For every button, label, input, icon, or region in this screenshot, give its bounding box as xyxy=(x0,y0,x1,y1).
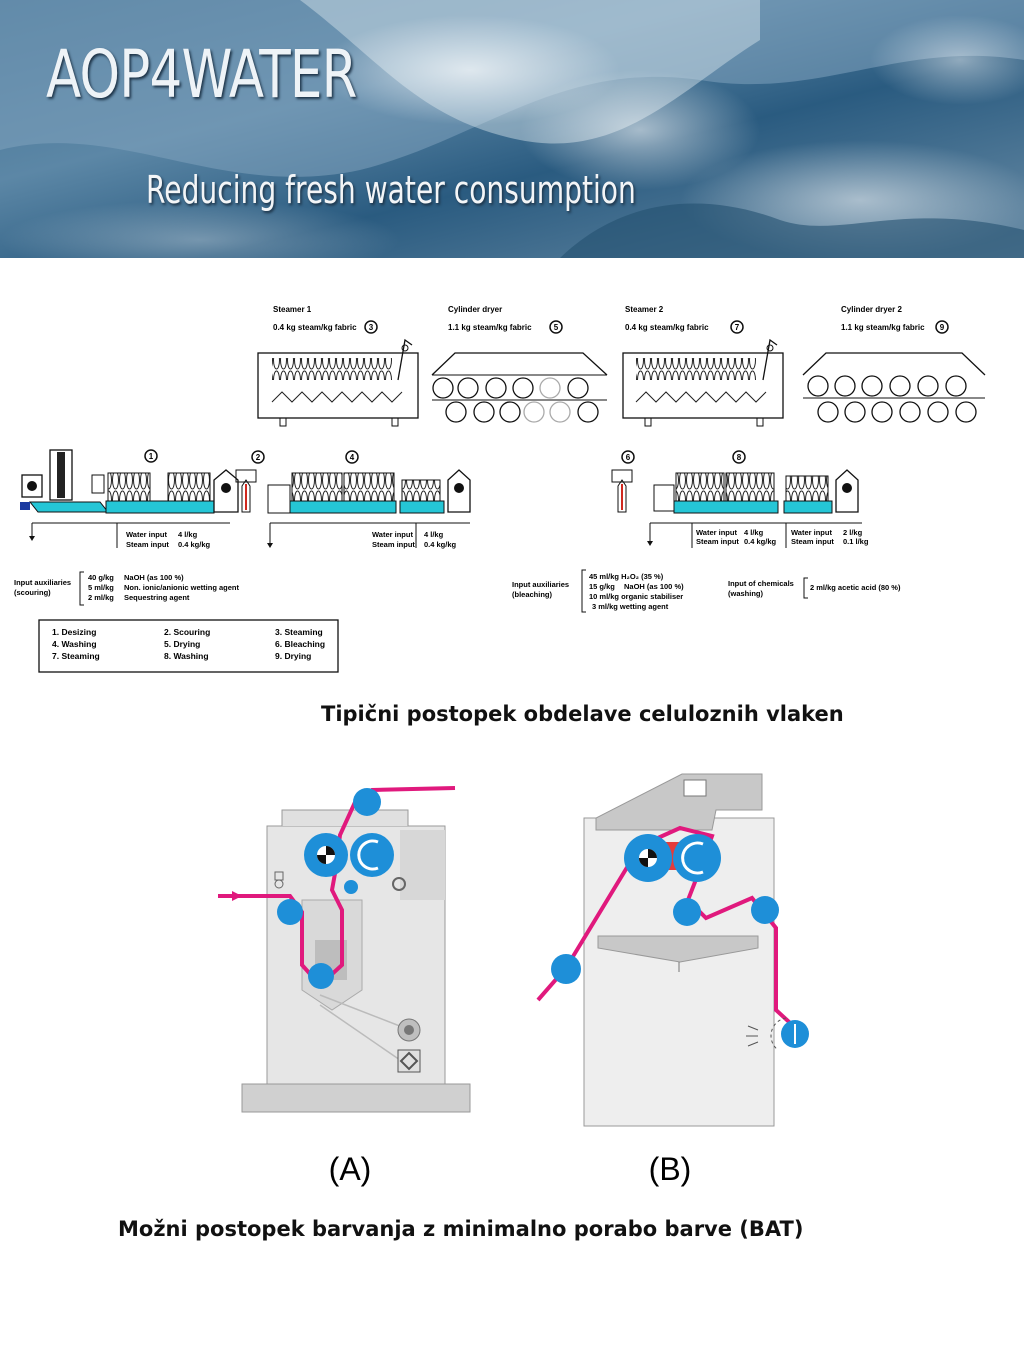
water-input-label-3: Water input xyxy=(696,528,737,537)
dyeing-caption: Možni postopek barvanja z minimalno pora… xyxy=(118,1217,804,1241)
steamer-1-number: 3 xyxy=(369,323,374,332)
bleaching-name-2: NaOH (as 100 %) xyxy=(624,582,684,591)
scouring-sublabel: (scouring) xyxy=(14,588,51,597)
dryer-1-number: 5 xyxy=(554,323,559,332)
bleaching-label: Input auxiliaries xyxy=(512,580,569,589)
water-input-label-4: Water input xyxy=(791,528,832,537)
steam-input-value-3: 0.4 kg/kg xyxy=(744,537,777,546)
legend-item: 3. Steaming xyxy=(275,627,323,637)
input-block-3: Water input 4 l/kg Steam input 0.4 kg/kg… xyxy=(647,522,869,548)
dryer-2-spec: 1.1 kg steam/kg fabric xyxy=(841,323,925,332)
step-number-4: 4 xyxy=(350,453,355,462)
scouring-label: Input auxiliaries xyxy=(14,578,71,587)
cylinder-dryer-1: Cylinder dryer 1.1 kg steam/kg fabric 5 xyxy=(431,305,608,423)
dryer-1-spec: 1.1 kg steam/kg fabric xyxy=(448,323,532,332)
water-input-value-1: 4 l/kg xyxy=(178,530,198,539)
bleaching-washing-line: 6 8 xyxy=(611,450,859,514)
step-number-8: 8 xyxy=(737,453,742,462)
legend-item: 9. Drying xyxy=(275,651,311,661)
steamer-2: Steamer 2 0.4 kg steam/kg fabric 7 xyxy=(622,305,784,427)
bleaching-qty-2: 15 g/kg xyxy=(589,582,615,591)
steam-input-label-1: Steam input xyxy=(126,540,169,549)
scouring-name-1: NaOH (as 100 %) xyxy=(124,573,184,582)
brand-tagline: Reducing fresh water consumption xyxy=(146,168,636,212)
step-number-6: 6 xyxy=(626,453,631,462)
scouring-qty-2: 5 ml/kg xyxy=(88,583,114,592)
label-b: (B) xyxy=(649,1151,692,1187)
header-banner: AOP4WATER Reducing fresh water consumpti… xyxy=(0,0,1024,258)
process-steps-legend: 1. Desizing 2. Scouring 3. Steaming 4. W… xyxy=(38,619,339,673)
steam-input-label-3: Steam input xyxy=(696,537,739,546)
legend-item: 1. Desizing xyxy=(52,627,96,637)
input-block-2: Water input 4 l/kg Steam input 0.4 kg/kg xyxy=(267,522,470,549)
steamer-1-spec: 0.4 kg steam/kg fabric xyxy=(273,323,357,332)
washing-value: 2 ml/kg acetic acid (80 %) xyxy=(810,583,901,592)
water-input-label-1: Water input xyxy=(126,530,167,539)
bleaching-auxiliaries: Input auxiliaries (bleaching) 45 ml/kg H… xyxy=(512,569,684,613)
scouring-qty-3: 2 ml/kg xyxy=(88,593,114,602)
legend-item: 6. Bleaching xyxy=(275,639,325,649)
steamer-2-title: Steamer 2 xyxy=(625,305,664,314)
dryer-2-title: Cylinder dryer 2 xyxy=(841,305,902,314)
washing-line-4: 4 xyxy=(267,450,471,514)
washing-chemicals: Input of chemicals (washing) 2 ml/kg ace… xyxy=(728,577,901,599)
steamer-1-title: Steamer 1 xyxy=(273,305,312,314)
water-input-value-2: 4 l/kg xyxy=(424,530,444,539)
steamer-2-number: 7 xyxy=(735,323,740,332)
legend-item: 7. Steaming xyxy=(52,651,100,661)
label-a: (A) xyxy=(329,1151,372,1187)
machine-b xyxy=(536,773,809,1127)
bleaching-sublabel: (bleaching) xyxy=(512,590,553,599)
water-input-value-4: 2 l/kg xyxy=(843,528,863,537)
steamer-1: Steamer 1 0.4 kg steam/kg fabric 3 xyxy=(257,305,419,427)
steam-input-label-4: Steam input xyxy=(791,537,834,546)
steam-input-value-2: 0.4 kg/kg xyxy=(424,540,457,549)
process-caption: Tipični postopek obdelave celuloznih vla… xyxy=(321,702,844,726)
dryer-1-title: Cylinder dryer xyxy=(448,305,502,314)
steam-input-label-2: Steam input xyxy=(372,540,415,549)
step-number-1: 1 xyxy=(149,452,154,461)
steam-input-value-1: 0.4 kg/kg xyxy=(178,540,211,549)
wave-background-image xyxy=(0,0,1024,258)
brand-title: AOP4WATER xyxy=(46,36,357,113)
legend-item: 2. Scouring xyxy=(164,627,210,637)
textile-process-diagram: Steamer 1 0.4 kg steam/kg fabric 3 Cylin… xyxy=(14,305,986,673)
scouring-qty-1: 40 g/kg xyxy=(88,573,114,582)
desizing-washing-line: 1 2 xyxy=(20,449,265,514)
machine-a xyxy=(218,786,471,1113)
water-input-value-3: 4 l/kg xyxy=(744,528,764,537)
cylinder-dryer-2: Cylinder dryer 2 1.1 kg steam/kg fabric … xyxy=(802,305,986,423)
legend-item: 5. Drying xyxy=(164,639,200,649)
step-number-2: 2 xyxy=(256,453,261,462)
steamer-2-spec: 0.4 kg steam/kg fabric xyxy=(625,323,709,332)
legend-item: 4. Washing xyxy=(52,639,97,649)
steam-input-value-4: 0.1 l/kg xyxy=(843,537,869,546)
scouring-name-3: Sequestring agent xyxy=(124,593,190,602)
scouring-auxiliaries: Input auxiliaries (scouring) 40 g/kg NaO… xyxy=(14,571,240,606)
washing-label: Input of chemicals xyxy=(728,579,794,588)
bleaching-row-1: 45 ml/kg H₂O₂ (35 %) xyxy=(589,572,664,581)
input-block-1: Water input 4 l/kg Steam input 0.4 kg/kg xyxy=(29,522,230,549)
water-input-label-2: Water input xyxy=(372,530,413,539)
dyeing-machines-diagram: (A) (B) xyxy=(218,773,809,1187)
dryer-2-number: 9 xyxy=(940,323,945,332)
washing-sublabel: (washing) xyxy=(728,589,764,598)
bleaching-row-4: 3 ml/kg wetting agent xyxy=(592,602,669,611)
bleaching-row-3: 10 ml/kg organic stabiliser xyxy=(589,592,683,601)
steamer-1-box xyxy=(257,352,419,419)
scouring-name-2: Non. ionic/anionic wetting agent xyxy=(124,583,240,592)
legend-item: 8. Washing xyxy=(164,651,209,661)
